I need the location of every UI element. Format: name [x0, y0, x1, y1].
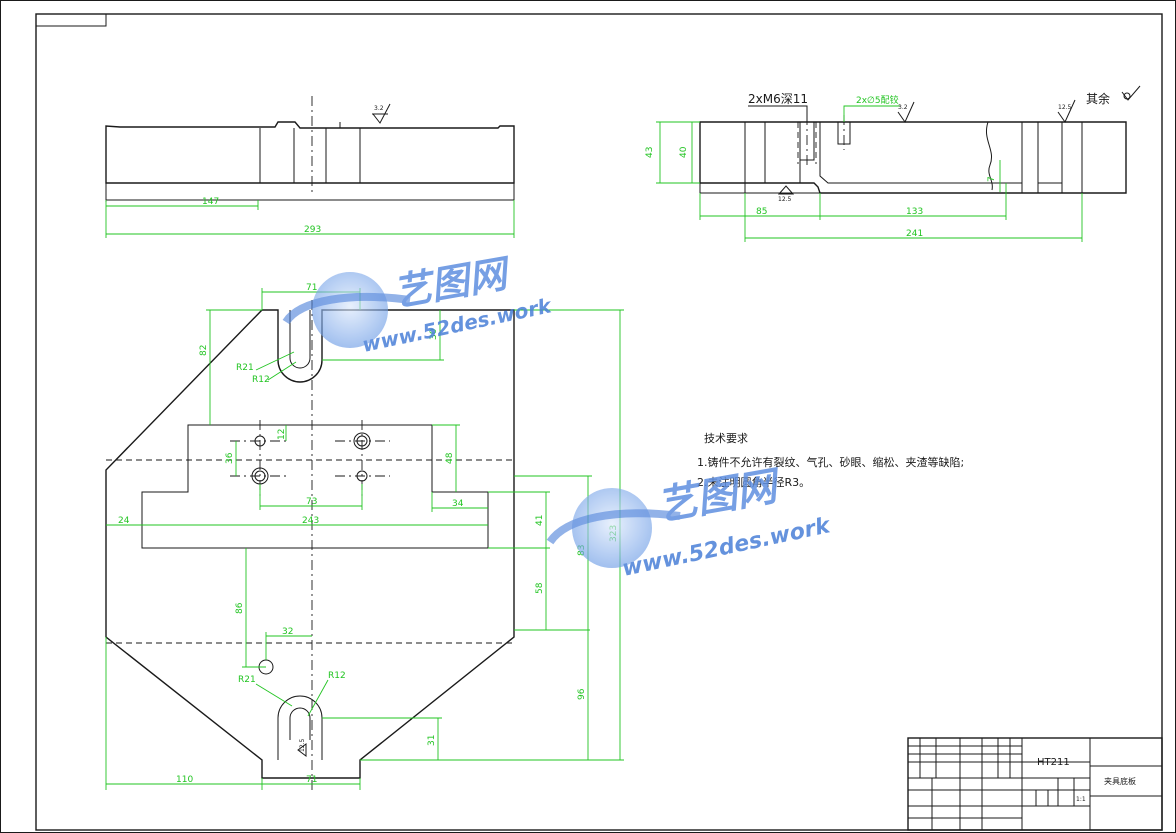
dim-58: 58	[535, 582, 545, 594]
dim-31: 31	[427, 735, 437, 746]
dim-34: 34	[452, 499, 464, 509]
dim-73: 73	[306, 497, 317, 507]
dim-30-top: 30	[429, 328, 439, 340]
title-block: HT211 夹具底板 1:1	[907, 737, 1163, 831]
dim-43: 43	[645, 147, 655, 158]
scale-label: 1:1	[1076, 796, 1086, 803]
plan-view: 12.5 71 30 82 R21 R12 12 36 48 73 34 24 …	[105, 283, 624, 790]
dim-110: 110	[176, 775, 193, 785]
dim-85: 85	[756, 207, 767, 217]
dim-32: 32	[282, 627, 293, 637]
dim-96: 96	[577, 688, 587, 700]
roughness-section-top: 3.2	[898, 104, 908, 111]
roughness-section-bottom: 12.5	[778, 196, 792, 203]
dim-7: 7	[987, 176, 997, 182]
watermark-cn-middle: 艺图网	[654, 463, 786, 530]
rest-roughness-label: 其余	[1086, 91, 1110, 106]
dim-r21-bot: R21	[238, 675, 256, 685]
dim-36: 36	[225, 452, 235, 464]
dim-133: 133	[906, 207, 923, 217]
section-view: 2xM6深11 2x∅5配铰 3.2 12.5 12.5 其余 43 40 85…	[645, 85, 1141, 242]
dim-71-top: 71	[306, 283, 317, 293]
dim-71-bot: 71	[306, 775, 317, 785]
notes-heading: 技术要求	[704, 432, 748, 445]
roughness-front: 3.2	[374, 105, 384, 112]
front-view: 3.2 147 293	[105, 96, 515, 238]
dim-86: 86	[235, 602, 245, 614]
callout-pin-holes: 2x∅5配铰	[856, 94, 899, 106]
watermark-url-middle: www.52des.work	[620, 513, 833, 582]
dim-40: 40	[679, 146, 689, 158]
dim-12: 12	[277, 429, 287, 440]
technical-notes: 技术要求 1.铸件不允许有裂纹、气孔、砂眼、缩松、夹渣等缺陷; 2.未注明圆角半…	[697, 432, 964, 489]
dim-243: 243	[302, 516, 319, 526]
dim-48: 48	[445, 452, 455, 464]
material-label: HT211	[1037, 757, 1070, 768]
dim-293: 293	[304, 225, 321, 235]
dim-24: 24	[118, 516, 130, 526]
roughness-plan-slot: 12.5	[299, 738, 306, 752]
dim-r12-top: R12	[252, 375, 270, 385]
callout-tapped-holes: 2xM6深11	[748, 92, 808, 106]
dim-41: 41	[535, 515, 545, 526]
dim-r12-bot: R12	[328, 671, 346, 681]
dim-r21-top: R21	[236, 363, 254, 373]
dim-82: 82	[199, 345, 209, 356]
dim-241: 241	[906, 229, 923, 239]
drawing-name: 夹具底板	[1104, 776, 1136, 786]
note-item-1: 1.铸件不允许有裂纹、气孔、砂眼、缩松、夹渣等缺陷;	[697, 455, 964, 469]
roughness-section-right: 12.5	[1058, 104, 1072, 111]
dim-147: 147	[202, 197, 219, 207]
note-item-2: 2.未注明圆角半径R3。	[697, 475, 810, 489]
